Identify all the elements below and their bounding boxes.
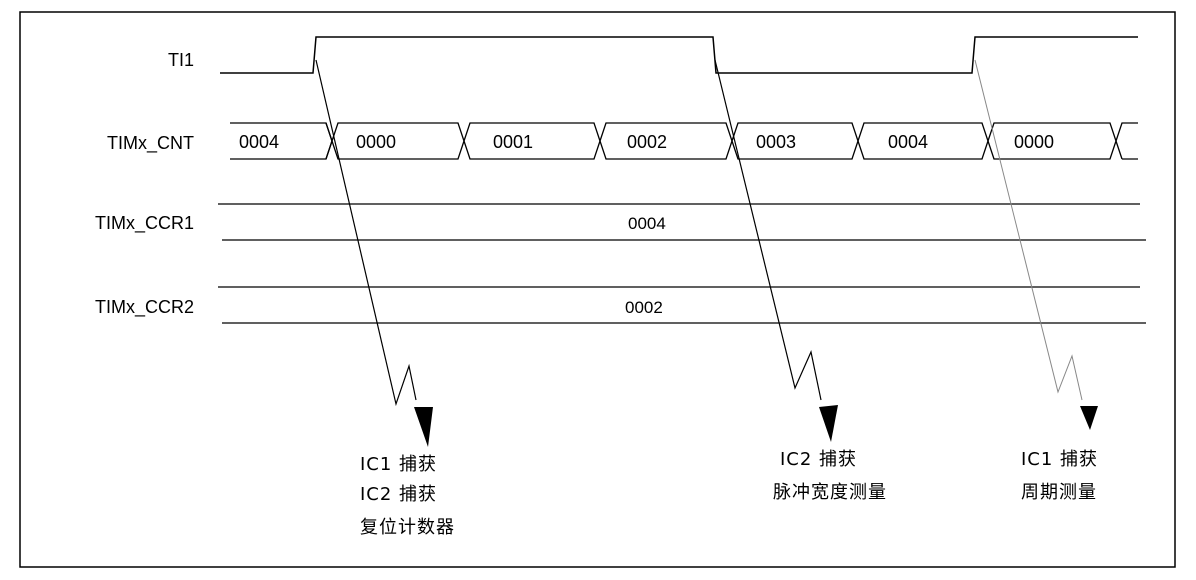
signal-label-cnt: TIMx_CNT bbox=[107, 133, 194, 154]
signal-label-ccr1: TIMx_CCR1 bbox=[95, 213, 194, 234]
event-arrow-ic1-period bbox=[974, 59, 1098, 430]
cnt-segment bbox=[331, 122, 465, 160]
cnt-value: 0003 bbox=[756, 132, 796, 152]
annotation-line: IC1 捕获 bbox=[360, 454, 437, 475]
cnt-bus bbox=[230, 122, 1138, 160]
annotation-ic1-reset: IC1 捕获 IC2 捕获 复位计数器 bbox=[360, 454, 455, 538]
ccr1-value: 0004 bbox=[628, 214, 666, 233]
annotation-line: 复位计数器 bbox=[360, 517, 455, 538]
event-arrow-ic1-reset bbox=[315, 59, 433, 447]
ti1-waveform bbox=[220, 36, 1138, 74]
cnt-value: 0000 bbox=[356, 132, 396, 152]
annotation-line: 周期测量 bbox=[1021, 482, 1097, 503]
diagram-border bbox=[19, 11, 1176, 568]
signal-label-ccr2: TIMx_CCR2 bbox=[95, 297, 194, 318]
signal-label-ti1: TI1 bbox=[168, 50, 194, 70]
cnt-value: 0004 bbox=[888, 132, 928, 152]
annotation-ic1-period: IC1 捕获 周期测量 bbox=[1021, 449, 1098, 503]
annotation-line: 脉冲宽度测量 bbox=[773, 482, 887, 503]
cnt-value: 0004 bbox=[239, 132, 279, 152]
annotation-line: IC2 捕获 bbox=[780, 449, 857, 470]
ccr2-value: 0002 bbox=[625, 298, 663, 317]
cnt-value: 0000 bbox=[1014, 132, 1054, 152]
cnt-value: 0001 bbox=[493, 132, 533, 152]
annotation-line: IC1 捕获 bbox=[1021, 449, 1098, 470]
cnt-segment bbox=[1115, 122, 1138, 160]
cnt-segment bbox=[325, 122, 333, 160]
annotation-line: IC2 捕获 bbox=[360, 484, 437, 505]
event-arrow-ic2 bbox=[714, 59, 838, 442]
cnt-value: 0002 bbox=[627, 132, 667, 152]
annotation-ic2-pulse-width: IC2 捕获 脉冲宽度测量 bbox=[773, 449, 887, 503]
